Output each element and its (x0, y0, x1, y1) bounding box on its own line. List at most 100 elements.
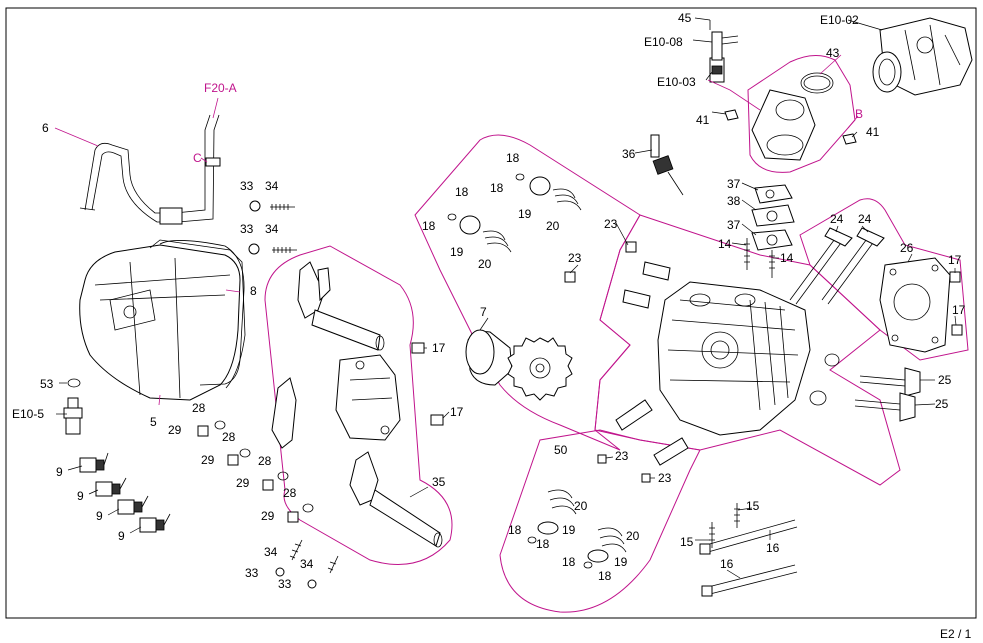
label-6: 6 (42, 121, 49, 135)
label-23-b: 23 (568, 251, 582, 265)
label-16-b: 16 (720, 557, 734, 571)
label-33-b: 33 (240, 222, 254, 236)
label-18-f: 18 (536, 537, 550, 551)
camshaft-sprocket (465, 329, 573, 401)
label-43: 43 (826, 46, 840, 60)
label-5: 5 (150, 415, 157, 429)
bolt-9-3 (117, 495, 149, 515)
label-33-a: 33 (240, 179, 254, 193)
label-17-d: 17 (952, 303, 966, 317)
fuel-rail-e10-08 (711, 31, 739, 61)
label-9-b: 9 (77, 489, 84, 503)
label-34-a: 34 (265, 179, 279, 193)
breather-hose (79, 114, 221, 225)
label-e10-08: E10-08 (644, 35, 683, 49)
label-17-a: 17 (432, 341, 446, 355)
leader-lines (54, 17, 957, 579)
bolts-15-16 (699, 503, 798, 597)
label-29-c: 29 (236, 476, 250, 490)
label-28-c: 28 (258, 454, 272, 468)
label-26: 26 (900, 241, 914, 255)
label-15-a: 15 (746, 499, 760, 513)
label-45: 45 (678, 11, 692, 25)
label-17-c: 17 (948, 253, 962, 267)
cylinder-head (657, 281, 811, 436)
marker-b: B (855, 107, 863, 121)
label-9-a: 9 (56, 465, 63, 479)
label-23-a: 23 (604, 217, 618, 231)
o-ring-53 (67, 378, 81, 388)
head-gasket-26 (879, 257, 951, 353)
nut-33-top (248, 200, 261, 255)
label-20-d: 20 (626, 529, 640, 543)
label-53: 53 (40, 377, 54, 391)
label-e10-02: E10-02 (820, 13, 859, 27)
label-20-c: 20 (574, 499, 588, 513)
label-35: 35 (432, 475, 446, 489)
label-19-b: 19 (450, 245, 464, 259)
bolt-9-2 (95, 477, 127, 497)
label-e10-03: E10-03 (657, 75, 696, 89)
intake-gaskets (751, 184, 795, 251)
valves-25 (854, 367, 921, 422)
group-outline-valves-upper (414, 134, 641, 451)
label-29-d: 29 (261, 509, 275, 523)
label-18-b: 18 (490, 181, 504, 195)
nut-29-set (197, 425, 299, 523)
label-17-b: 17 (450, 405, 464, 419)
label-29-a: 29 (168, 423, 182, 437)
label-14-b: 14 (780, 251, 794, 265)
label-28-d: 28 (283, 486, 297, 500)
label-14-a: 14 (718, 237, 732, 251)
bolt-9-1 (79, 452, 109, 473)
diagram-frame (5, 7, 977, 619)
label-28-a: 28 (192, 401, 206, 415)
throttle-body-e10-02 (872, 17, 973, 96)
valves-24 (789, 227, 885, 305)
bolt-9-4 (139, 513, 171, 533)
stud-34-top (270, 204, 297, 253)
label-34-d: 34 (300, 557, 314, 571)
marker-c: C (193, 151, 202, 165)
clamp-43 (800, 72, 834, 94)
label-34-c: 34 (264, 545, 278, 559)
label-50: 50 (554, 443, 568, 457)
spark-plug-36 (650, 134, 684, 196)
sensor-e10-5 (63, 397, 83, 435)
label-7: 7 (480, 305, 487, 319)
label-24-b: 24 (858, 212, 872, 226)
cylinder-head-cover (79, 239, 246, 401)
valve-springs-upper (447, 173, 582, 253)
label-24-a: 24 (830, 212, 844, 226)
nut-33-bottom (275, 567, 317, 589)
label-25-b: 25 (935, 397, 949, 411)
label-37-a: 37 (727, 177, 741, 191)
rocker-arm-assembly (271, 261, 443, 548)
label-18-c: 18 (455, 185, 469, 199)
label-15-b: 15 (680, 535, 694, 549)
group-outline-valves-lower (499, 429, 701, 613)
label-e10-5: E10-5 (12, 407, 44, 421)
group-outline-valves-right (799, 198, 969, 361)
washer-28-set (214, 420, 314, 513)
label-18-e: 18 (508, 523, 522, 537)
label-38: 38 (727, 194, 741, 208)
label-8: 8 (250, 284, 257, 298)
label-23-d: 23 (658, 471, 672, 485)
label-20-a: 20 (546, 219, 560, 233)
label-9-d: 9 (118, 529, 125, 543)
marker-f20-a: F20-A (204, 81, 237, 95)
intake-manifold (751, 89, 816, 161)
callout-labels: 6 8 5 53 E10-5 9 9 9 9 33 34 33 34 28 29… (12, 11, 966, 591)
label-16-a: 16 (766, 541, 780, 555)
label-34-b: 34 (265, 222, 279, 236)
label-33-c: 33 (245, 566, 259, 580)
valve-cap-23 (564, 241, 651, 483)
label-41-b: 41 (866, 125, 880, 139)
studs-14 (744, 238, 775, 278)
label-18-a: 18 (506, 151, 520, 165)
cover-gasket (159, 240, 245, 386)
group-outline-rocker (264, 245, 453, 565)
injector-e10-03 (709, 57, 725, 83)
